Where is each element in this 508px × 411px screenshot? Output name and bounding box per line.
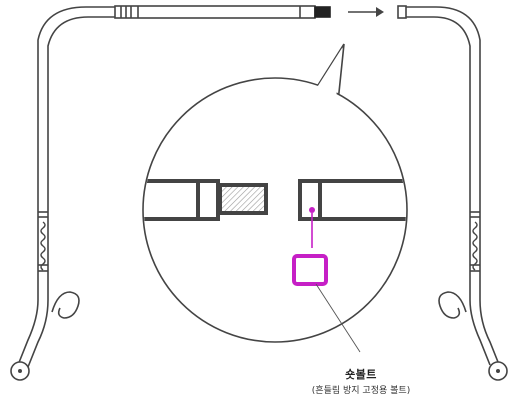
tube-plug [218,183,268,215]
leader-line [315,283,361,353]
right-tube-socket [397,5,407,19]
short-bolt-marker [292,207,361,353]
callout-subtitle: (흔들림 방지 고정용 볼트) [311,386,411,396]
tube-end-cap [314,6,331,18]
zoom-detail [144,179,406,221]
left-frame [10,5,331,381]
right-frame [397,5,508,381]
left-top-tube [114,5,316,19]
short-bolt [292,254,328,286]
callout-title: 숏볼트 [345,368,377,381]
arrow-right-icon [348,7,384,17]
magnifier-callout [142,43,408,343]
